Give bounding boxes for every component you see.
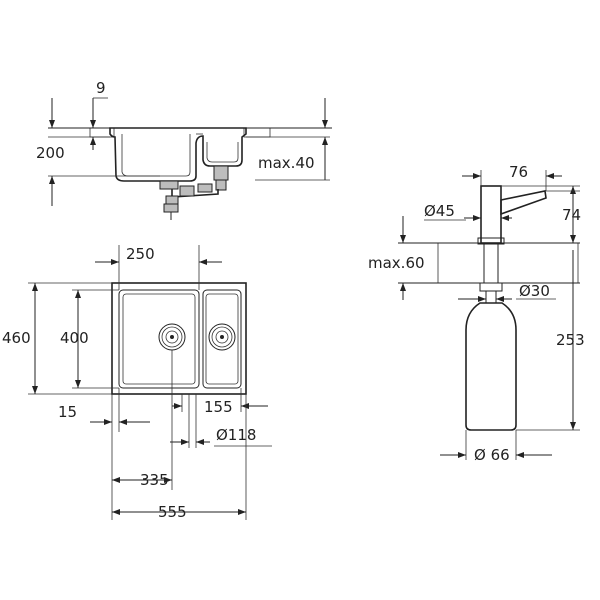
dim-outer-width: 555 bbox=[158, 503, 187, 521]
main-bowl bbox=[118, 289, 200, 389]
dim-thread-diameter: Ø30 bbox=[519, 282, 550, 300]
dim-max-worktop: max.40 bbox=[258, 154, 315, 172]
dispenser-head bbox=[477, 185, 547, 245]
main-drain bbox=[158, 323, 186, 351]
dim-bowl-width: 250 bbox=[126, 245, 155, 263]
sink-side-view: 9 200 max.40 bbox=[36, 79, 332, 220]
sink-body-outline bbox=[109, 127, 247, 182]
dim-head-height: 74 bbox=[562, 206, 581, 224]
dim-drain-diameter: Ø118 bbox=[216, 426, 256, 444]
soap-dispenser-view: 76 Ø45 74 max.60 Ø30 253 bbox=[368, 163, 585, 464]
dim-spout-length: 76 bbox=[509, 163, 528, 181]
dim-edge-offset: 15 bbox=[58, 403, 77, 421]
dim-drain-spacing: 335 bbox=[140, 471, 169, 489]
small-bowl bbox=[202, 289, 242, 389]
dim-head-diameter: Ø45 bbox=[424, 202, 455, 220]
drain-trap-assembly bbox=[159, 165, 229, 220]
dim-rim-thickness: 9 bbox=[96, 79, 106, 97]
dim-total-height: 253 bbox=[556, 331, 585, 349]
dim-bottle-diameter: Ø 66 bbox=[474, 446, 510, 464]
worktop-right bbox=[243, 127, 271, 138]
dim-sink-depth: 200 bbox=[36, 144, 65, 162]
dispenser-bottle bbox=[465, 302, 517, 431]
sink-top-view: 250 460 400 15 155 bbox=[2, 245, 272, 521]
dim-dispenser-max-worktop: max.60 bbox=[368, 254, 425, 272]
dim-bowl-depth: 400 bbox=[60, 329, 89, 347]
small-drain bbox=[208, 323, 236, 351]
dispenser-worktop bbox=[437, 242, 579, 284]
sink-outer-rim bbox=[111, 282, 247, 395]
dim-outer-depth: 460 bbox=[2, 329, 31, 347]
dim-small-bowl-width: 155 bbox=[204, 398, 233, 416]
